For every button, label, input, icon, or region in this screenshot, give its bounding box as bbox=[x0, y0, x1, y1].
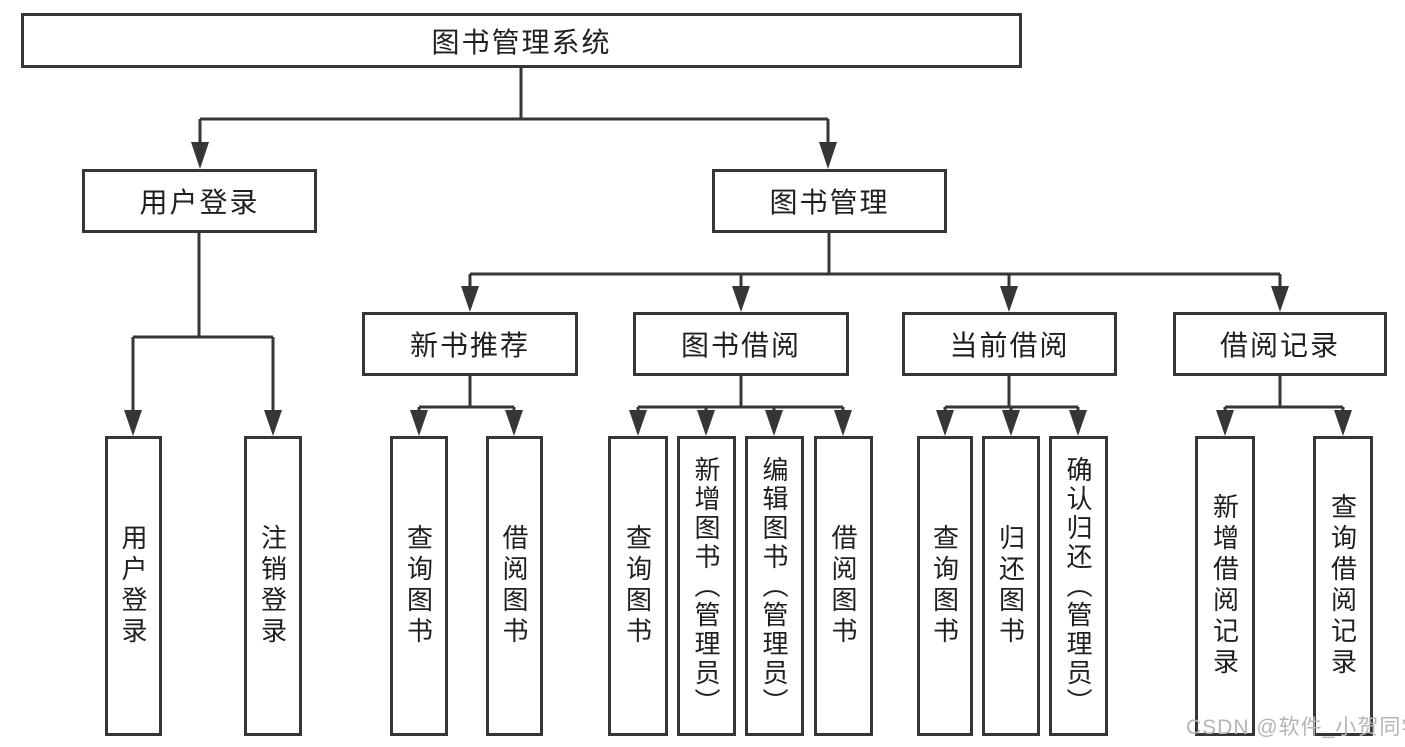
leaf-query-books-borrow: 查询图书 bbox=[608, 436, 668, 736]
leaf-confirm-return-admin: 确认归还（管理员） bbox=[1049, 436, 1108, 736]
leaf-user-login: 用户登录 bbox=[105, 436, 162, 736]
leaf-query-books-recommend: 查询图书 bbox=[390, 436, 448, 736]
leaf-logout: 注销登录 bbox=[244, 436, 302, 736]
node-borrow-records: 借阅记录 bbox=[1173, 312, 1387, 376]
leaf-query-borrow-record: 查询借阅记录 bbox=[1313, 436, 1373, 736]
csdn-watermark: CSDN @软件_小贺同学 bbox=[1186, 716, 1405, 739]
node-root-library-system: 图书管理系统 bbox=[21, 13, 1022, 68]
leaf-return-book: 归还图书 bbox=[982, 436, 1040, 736]
leaf-query-books-current: 查询图书 bbox=[917, 436, 973, 736]
node-current-borrow: 当前借阅 bbox=[902, 312, 1117, 376]
node-book-management: 图书管理 bbox=[712, 169, 947, 233]
leaf-borrow-books-borrow: 借阅图书 bbox=[814, 436, 873, 736]
leaf-add-book-admin: 新增图书（管理员） bbox=[677, 436, 736, 736]
node-user-login: 用户登录 bbox=[82, 169, 317, 233]
node-new-book-recommend: 新书推荐 bbox=[362, 312, 578, 376]
leaf-borrow-books-recommend: 借阅图书 bbox=[486, 436, 543, 736]
node-book-borrow: 图书借阅 bbox=[633, 312, 849, 376]
leaf-add-borrow-record: 新增借阅记录 bbox=[1195, 436, 1255, 736]
leaf-edit-book-admin: 编辑图书（管理员） bbox=[745, 436, 804, 736]
